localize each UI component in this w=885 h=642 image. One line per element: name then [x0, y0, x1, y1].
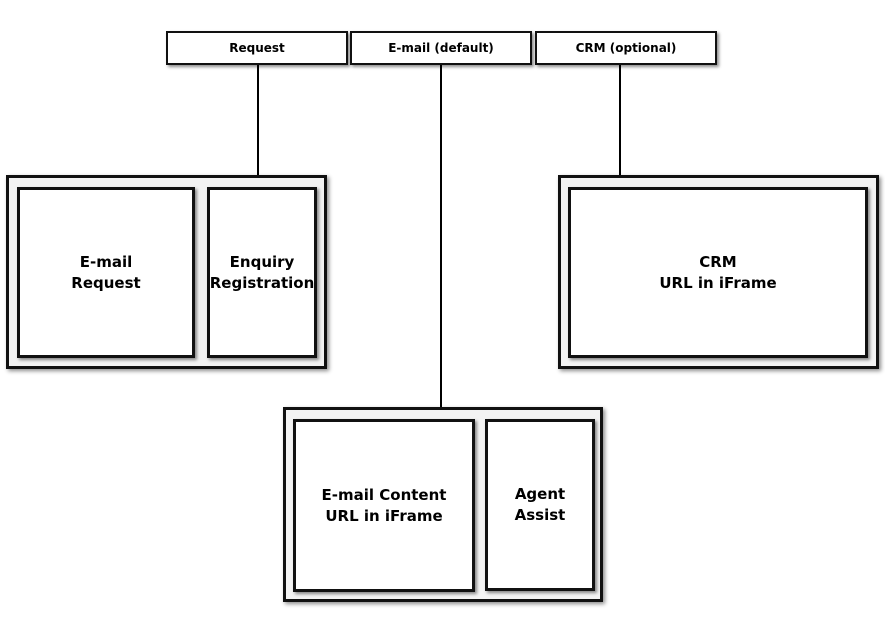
agent-assist-box: Agent Assist — [485, 419, 595, 591]
email-content-line1: E-mail Content — [321, 485, 447, 504]
crm-panel: CRM URL in iFrame — [558, 175, 879, 369]
tab-crm-optional-label: CRM (optional) — [575, 41, 677, 55]
email-content-line2: URL in iFrame — [325, 506, 443, 525]
request-panel: E-mail Request Enquiry Registration — [6, 175, 327, 369]
tab-crm-optional[interactable]: CRM (optional) — [535, 31, 717, 65]
email-request-line2: Request — [71, 273, 141, 292]
tab-email-default[interactable]: E-mail (default) — [350, 31, 532, 65]
agent-assist-line1: Agent — [514, 485, 566, 503]
connector-request — [257, 65, 259, 176]
agent-assist-line2: Assist — [514, 506, 566, 524]
crm-iframe-line2: URL in iFrame — [659, 273, 777, 292]
crm-iframe-box: CRM URL in iFrame — [568, 187, 868, 358]
connector-email — [440, 65, 442, 409]
email-request-line1: E-mail — [79, 252, 133, 271]
connector-crm — [619, 65, 621, 176]
enquiry-registration-box: Enquiry Registration — [207, 187, 317, 358]
tab-request-label: Request — [229, 41, 285, 55]
email-content-box: E-mail Content URL in iFrame — [293, 419, 475, 592]
tab-email-default-label: E-mail (default) — [388, 41, 494, 55]
enquiry-registration-line1: Enquiry — [229, 252, 295, 271]
tab-request[interactable]: Request — [166, 31, 348, 65]
email-panel: E-mail Content URL in iFrame Agent Assis… — [283, 407, 603, 602]
enquiry-registration-line2: Registration — [209, 273, 315, 292]
email-request-box: E-mail Request — [17, 187, 195, 358]
crm-iframe-line1: CRM — [699, 252, 737, 271]
